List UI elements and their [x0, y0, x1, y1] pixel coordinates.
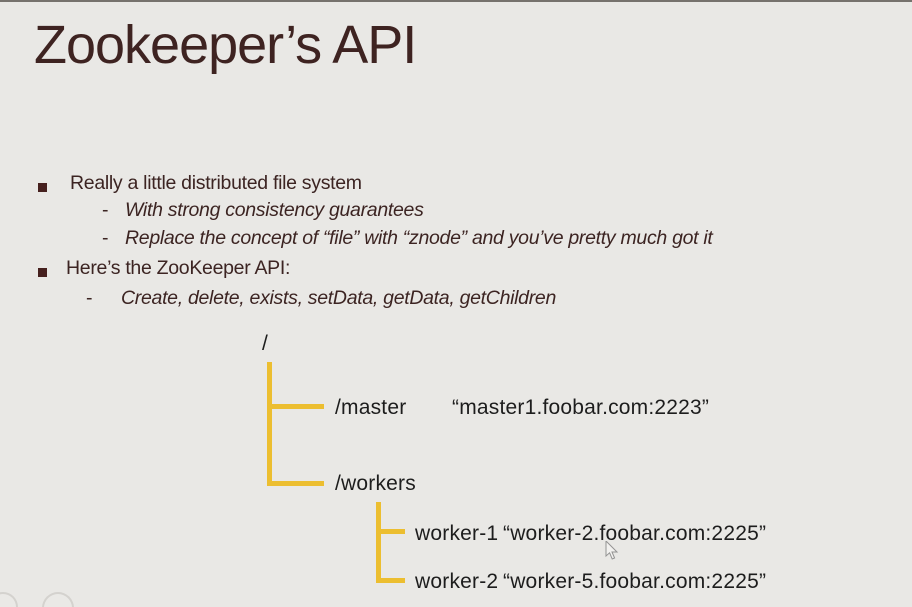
mouse-cursor-icon: [605, 541, 619, 560]
tree-root-label: /: [262, 332, 269, 355]
tree-connector-line-worker2: [376, 578, 405, 583]
node-master-value: “master1.foobar.com:2223”: [452, 396, 710, 419]
node-worker1-value: “worker-2.foobar.com:2225”: [503, 522, 767, 545]
dash-marker: -: [102, 199, 109, 221]
square-bullet-icon: [38, 183, 47, 192]
top-edge-strip: [0, 0, 912, 2]
dash-marker: -: [86, 287, 93, 309]
node-worker1-label: worker-1: [415, 522, 499, 545]
square-bullet-icon: [38, 268, 47, 277]
node-master-label: /master: [335, 396, 407, 419]
bullet-text-api: Here’s the ZooKeeper API:: [66, 257, 291, 279]
sub-bullet-znode: Replace the concept of “file” with “znod…: [125, 227, 713, 249]
tree-connector-line-vertical: [267, 362, 272, 486]
tree-connector-line-master: [267, 404, 324, 409]
node-workers-label: /workers: [335, 472, 416, 495]
node-worker2-label: worker-2: [415, 570, 499, 593]
sub-bullet-operations: Create, delete, exists, setData, getData…: [121, 287, 557, 309]
ghost-control-circle: [42, 592, 74, 607]
slide-title: Zookeeper’s API: [34, 15, 417, 75]
ghost-control-circle: [0, 592, 18, 607]
tree-connector-line-vertical-workers: [376, 502, 381, 583]
node-worker2-value: “worker-5.foobar.com:2225”: [503, 570, 767, 593]
tree-connector-line-workers: [267, 481, 324, 486]
tree-connector-line-worker1: [376, 529, 405, 534]
bullet-text-filesystem: Really a little distributed file system: [70, 172, 362, 194]
sub-bullet-consistency: With strong consistency guarantees: [125, 199, 424, 221]
dash-marker: -: [102, 227, 109, 249]
